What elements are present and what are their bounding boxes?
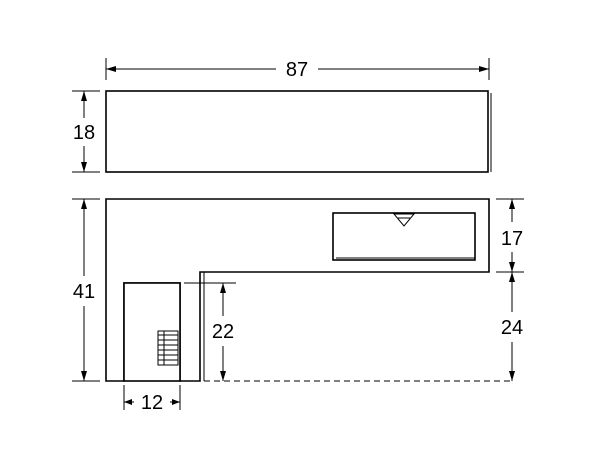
thread-icon [157, 330, 179, 366]
top-view: 87 18 [72, 58, 492, 173]
screw-head-icon [392, 213, 416, 227]
dimension-slot-height: 22 [184, 282, 236, 381]
front-view [105, 198, 512, 382]
recess-window [332, 212, 476, 261]
dimension-body-height: 41 [72, 198, 100, 382]
dimension-notch-height: 17 [496, 198, 524, 273]
dimension-top-height: 18 [72, 90, 100, 173]
dimension-label-18: 18 [73, 122, 95, 144]
top-plate [105, 90, 489, 173]
dimension-label-12: 12 [141, 392, 163, 414]
clamp-block [123, 282, 181, 382]
dimension-label-24: 24 [501, 317, 523, 339]
dimension-top-width: 87 [105, 58, 490, 81]
dimension-label-87: 87 [286, 59, 308, 81]
dimension-label-41: 41 [73, 281, 95, 303]
dimension-label-17: 17 [501, 228, 523, 250]
dimension-slot-width: 12 [123, 385, 181, 414]
dimension-label-22: 22 [212, 321, 234, 343]
dimension-lower-height: 24 [501, 272, 523, 381]
